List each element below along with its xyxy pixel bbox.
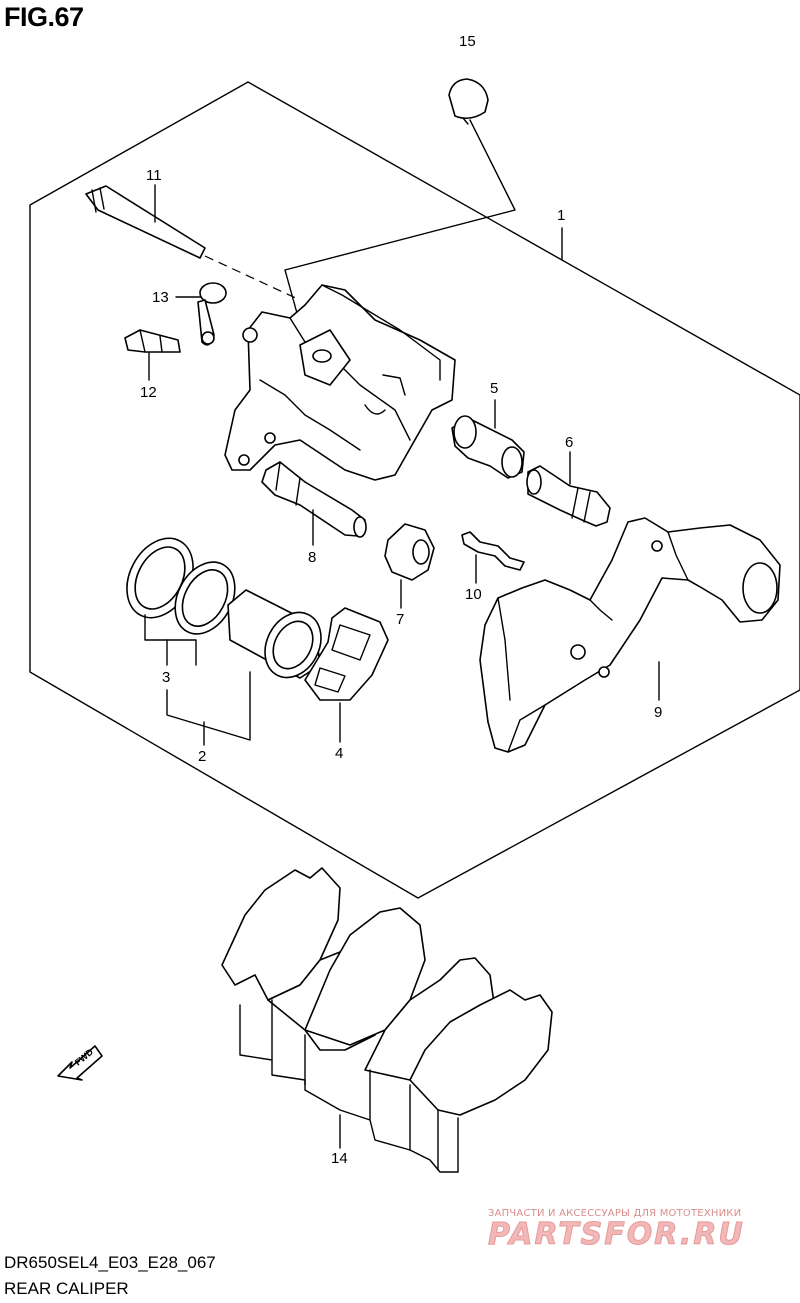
callout-8: 8: [308, 549, 316, 566]
pad-clip-part-10: [461, 531, 525, 571]
pad-shim-part-4: [304, 607, 389, 701]
callout-7: 7: [396, 611, 404, 628]
callout-2: 2: [198, 748, 206, 765]
bleeder-cap-part-13: [197, 282, 227, 346]
callout-9: 9: [654, 704, 662, 721]
slide-pin-part-11: [85, 185, 206, 259]
callout-14: 14: [331, 1150, 348, 1167]
slide-pin-part-6: [526, 465, 611, 527]
callout-4: 4: [335, 745, 343, 762]
callout-1: 1: [557, 207, 565, 224]
pin-sleeve-part-8: [261, 461, 367, 538]
callout-12: 12: [140, 384, 157, 401]
assembly-boundary: [29, 81, 800, 899]
caliper-body: [224, 284, 456, 481]
bleeder-valve-part-12: [124, 329, 181, 353]
watermark-logo: PARTSFOR.RU: [488, 1217, 745, 1253]
diagram-code: DR650SEL4_E03_E28_067: [4, 1253, 216, 1272]
leader-2: [166, 671, 251, 741]
callout-3: 3: [162, 669, 170, 686]
boot-part-7: [384, 523, 435, 581]
callout-15: 15: [459, 33, 476, 50]
watermark: ЗАПЧАСТИ И АКСЕССУАРЫ ДЛЯ МОТОТЕХНИКИ PA…: [488, 1208, 794, 1253]
callout-5: 5: [490, 380, 498, 397]
piston-seals-part-3: [126, 537, 236, 635]
leader-3: [144, 614, 197, 666]
callout-13: 13: [152, 289, 169, 306]
callout-6: 6: [565, 434, 573, 451]
forward-arrow-icon: FWD: [57, 1045, 103, 1081]
cap-part-15: [448, 78, 489, 125]
bracket-part-9: [479, 517, 781, 753]
brake-pads-part-14: [221, 867, 553, 1173]
watermark-tagline: ЗАПЧАСТИ И АКСЕССУАРЫ ДЛЯ МОТОТЕХНИКИ: [488, 1208, 742, 1219]
diagram-name: REAR CALIPER: [4, 1279, 129, 1298]
pin-boot-part-5: [451, 415, 525, 479]
figure-title: FIG.67: [4, 2, 84, 32]
callout-10: 10: [465, 586, 482, 603]
callout-11: 11: [146, 167, 162, 184]
